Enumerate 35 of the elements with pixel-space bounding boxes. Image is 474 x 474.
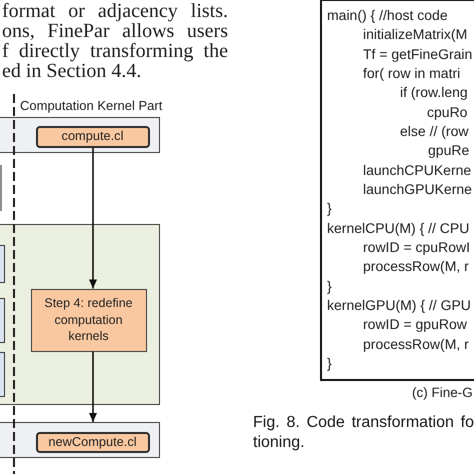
code-line: } bbox=[327, 276, 332, 295]
code-line: launchCPUKerne bbox=[363, 160, 472, 179]
file-band bbox=[0, 117, 160, 153]
column-heading: Computation Kernel Part bbox=[20, 98, 162, 114]
figure-caption: Fig. 8. Code transformation fo tioning. bbox=[253, 413, 474, 453]
arrow bbox=[89, 148, 97, 288]
code-line: } bbox=[327, 199, 332, 218]
code-line: processRow(M, r bbox=[363, 257, 469, 276]
code-line: else // (row bbox=[400, 122, 468, 140]
code-box bbox=[320, 0, 474, 381]
file-box: compute.cl bbox=[36, 126, 150, 148]
process-box: Step 4: redefine computation kernels bbox=[30, 288, 146, 352]
subfigure-caption: (c) Fine-G bbox=[412, 384, 473, 402]
code-line: kernelCPU(M) { // CPU bbox=[327, 218, 470, 237]
code-line: kernelGPU(M) { // GPU bbox=[327, 296, 471, 314]
file-box: newCompute.cl bbox=[36, 432, 150, 452]
body-text: f directly transforming the bbox=[2, 41, 228, 61]
code-line: if (row.leng bbox=[400, 83, 468, 102]
file-band bbox=[0, 422, 160, 458]
step-panel bbox=[0, 224, 160, 405]
body-text: ons, FinePar allows users bbox=[2, 21, 228, 41]
body-text: format or adjacency lists. bbox=[2, 1, 228, 21]
code-line: processRow(M, r bbox=[363, 334, 469, 353]
code-line: gpuRe bbox=[428, 141, 470, 160]
body-text: ed in Section 4.4. bbox=[2, 61, 142, 81]
code-line: initializeMatrix(M bbox=[363, 25, 468, 44]
code-line: Tf = getFineGrain bbox=[363, 44, 472, 63]
arrow bbox=[89, 352, 97, 422]
code-line: launchGPUKerne bbox=[363, 180, 472, 198]
code-line: for( row in matri bbox=[363, 64, 460, 82]
code-line: cpuRo bbox=[427, 102, 468, 121]
code-line: rowID = cpuRowI bbox=[363, 238, 470, 256]
code-line: main() { //host code bbox=[327, 6, 448, 24]
code-line: } bbox=[327, 354, 332, 372]
code-line: rowID = gpuRow bbox=[363, 315, 467, 334]
